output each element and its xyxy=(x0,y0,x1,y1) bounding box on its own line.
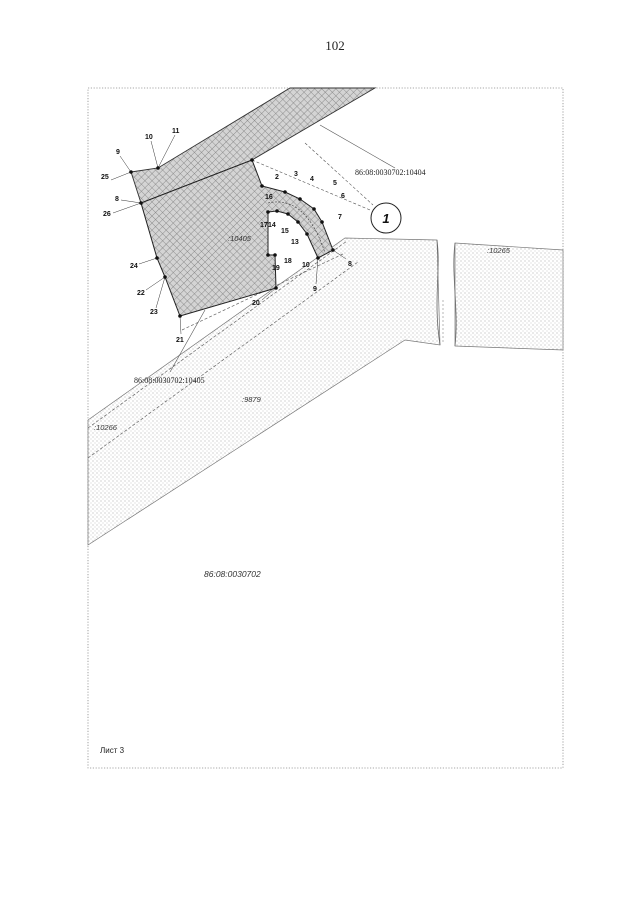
point-leader xyxy=(145,276,166,291)
point-leader xyxy=(179,315,182,335)
vertex-point xyxy=(298,197,302,201)
parcel-label-9879: :9879 xyxy=(242,395,262,404)
point-leader xyxy=(120,199,142,204)
point-leader xyxy=(261,287,277,301)
point-label: 5 xyxy=(333,180,337,187)
vertex-point xyxy=(266,210,270,214)
leader-10404 xyxy=(319,124,396,169)
parcel-10265-area xyxy=(454,242,564,351)
point-label: 20 xyxy=(252,300,260,307)
leader-10405 xyxy=(169,309,206,373)
sheet-label: Лист 3 xyxy=(100,746,125,755)
vertex-point xyxy=(129,170,133,174)
point-label: 14 xyxy=(268,222,276,229)
point-label: 11 xyxy=(172,128,180,135)
point-label: 26 xyxy=(103,211,111,218)
vertex-point xyxy=(156,166,160,170)
vertex-points xyxy=(129,158,335,318)
point-leader xyxy=(138,257,158,265)
marker-leader-b xyxy=(304,142,374,206)
point-label: 13 xyxy=(291,239,299,246)
point-label: 15 xyxy=(281,228,289,235)
point-label: 25 xyxy=(101,174,109,181)
parcel-10266-edge-lower xyxy=(87,261,359,459)
point-label: 22 xyxy=(137,290,145,297)
point-label: 2 xyxy=(275,174,279,181)
marker-number: 1 xyxy=(382,211,389,226)
point-leader xyxy=(112,202,142,214)
parcel-label-10265: :10265 xyxy=(487,246,511,255)
point-label: 8 xyxy=(348,261,352,268)
point-label: 21 xyxy=(176,337,184,344)
parcel-10266-edge-upper xyxy=(87,240,348,429)
point-label: 6 xyxy=(341,193,345,200)
sheet-frame xyxy=(87,87,564,769)
point-leader xyxy=(332,249,347,260)
vertex-point xyxy=(250,158,254,162)
marker-circle xyxy=(370,202,402,234)
cadastral-number-10404: 86:08:0030702:10404 xyxy=(355,168,426,177)
parcel-label-10405: :10405 xyxy=(228,234,252,243)
point-leader xyxy=(150,140,159,169)
point-label: 4 xyxy=(310,176,314,183)
point-leader xyxy=(315,257,319,285)
circled-marker: 1 xyxy=(370,202,402,234)
point-label: 10 xyxy=(145,134,153,141)
vertex-point xyxy=(139,201,143,205)
point-label: 18 xyxy=(284,258,292,265)
cadastral-quarter-label: 86:08:0030702 xyxy=(204,569,261,579)
vertex-point xyxy=(320,220,324,224)
vertex-point xyxy=(286,212,290,216)
vertex-point xyxy=(283,190,287,194)
point-label: 17 xyxy=(260,222,268,229)
point-leader xyxy=(110,171,132,181)
point-label: 9 xyxy=(313,286,317,293)
cadastral-number-10405: 86:08:0030702:10405 xyxy=(134,376,205,385)
hook-dashed-line xyxy=(267,201,326,254)
vertex-point xyxy=(296,220,300,224)
vertex-point xyxy=(331,248,335,252)
vertex-point xyxy=(155,256,159,260)
point-label: 24 xyxy=(130,263,138,270)
point-label: 10 xyxy=(302,262,310,269)
point-label: 16 xyxy=(265,194,273,201)
road-edge-right xyxy=(453,242,457,347)
vertex-point xyxy=(274,286,278,290)
point-label: 9 xyxy=(116,149,120,156)
point-leader xyxy=(157,134,176,169)
vertex-point xyxy=(178,314,182,318)
point-leaders xyxy=(110,134,347,335)
point-labels: 9 10 11 25 8 26 24 22 23 21 20 19 18 17 … xyxy=(101,128,352,344)
point-leader xyxy=(155,276,166,309)
point-label: 19 xyxy=(272,265,280,272)
point-label: 3 xyxy=(294,171,298,178)
parcel-label-10266: :10266 xyxy=(94,423,118,432)
marker-leader-a xyxy=(251,159,371,211)
vertex-point xyxy=(163,275,167,279)
vertex-point xyxy=(273,253,277,257)
vertex-point xyxy=(260,184,264,188)
page-number: 102 xyxy=(325,38,345,53)
point-label: 7 xyxy=(338,214,342,221)
road-edge-left xyxy=(436,239,441,346)
vertex-point xyxy=(312,207,316,211)
point-label: 8 xyxy=(115,196,119,203)
point-leader xyxy=(119,155,132,173)
vertex-point xyxy=(266,253,270,257)
vertex-point xyxy=(275,209,279,213)
point-label: 23 xyxy=(150,309,158,316)
vertex-point xyxy=(316,256,320,260)
vertex-point xyxy=(305,232,309,236)
